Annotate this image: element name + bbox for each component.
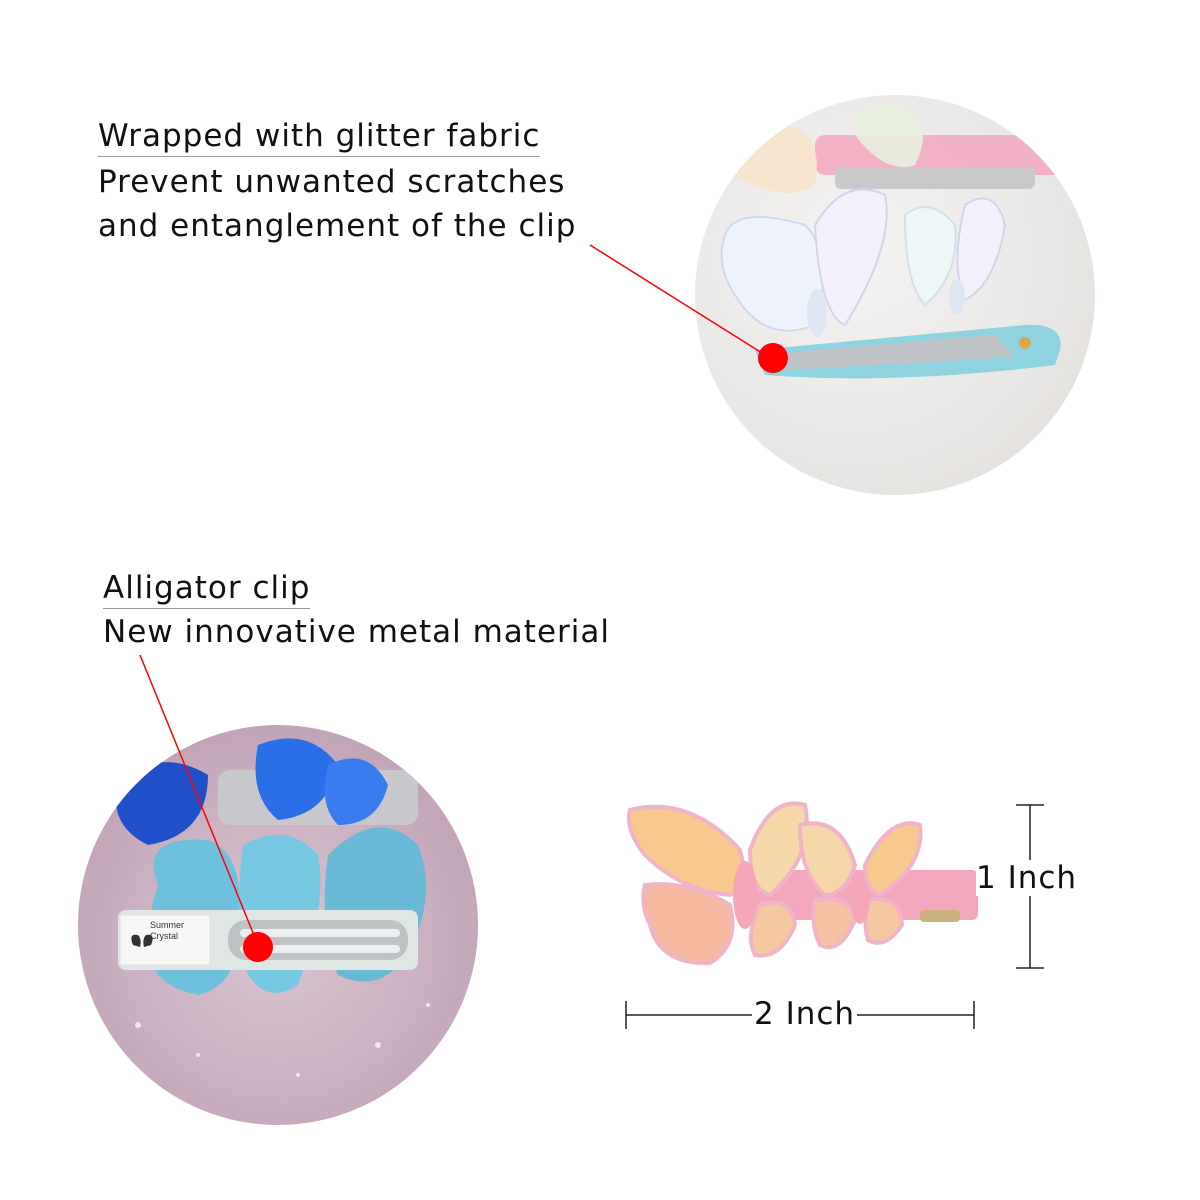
bottom-pointer-dot	[243, 932, 273, 962]
clip-brand-line-1: Summer	[150, 920, 185, 930]
clip-brand-label: Summer Crystal	[150, 920, 184, 942]
bottom-pointer-line	[139, 654, 259, 946]
clip-brand-line-2: Crystal	[150, 931, 179, 941]
alligator-clip-photo: Summer Crystal	[78, 725, 478, 1125]
top-pointer-line	[589, 244, 771, 359]
bottom-callout-line-1: New innovative metal material	[103, 614, 611, 650]
height-dimension-label: 1 Inch	[976, 860, 1078, 896]
top-callout-heading: Wrapped with glitter fabric	[98, 118, 541, 157]
top-pointer-dot	[758, 343, 788, 373]
width-dimension-label: 2 Inch	[752, 996, 858, 1032]
top-callout-line-1: Prevent unwanted scratches	[98, 164, 566, 200]
product-clip-image	[620, 795, 980, 975]
glitter-fabric-photo	[695, 95, 1095, 495]
bottom-callout-heading: Alligator clip	[103, 570, 311, 609]
top-callout-line-2: and entanglement of the clip	[98, 208, 577, 244]
